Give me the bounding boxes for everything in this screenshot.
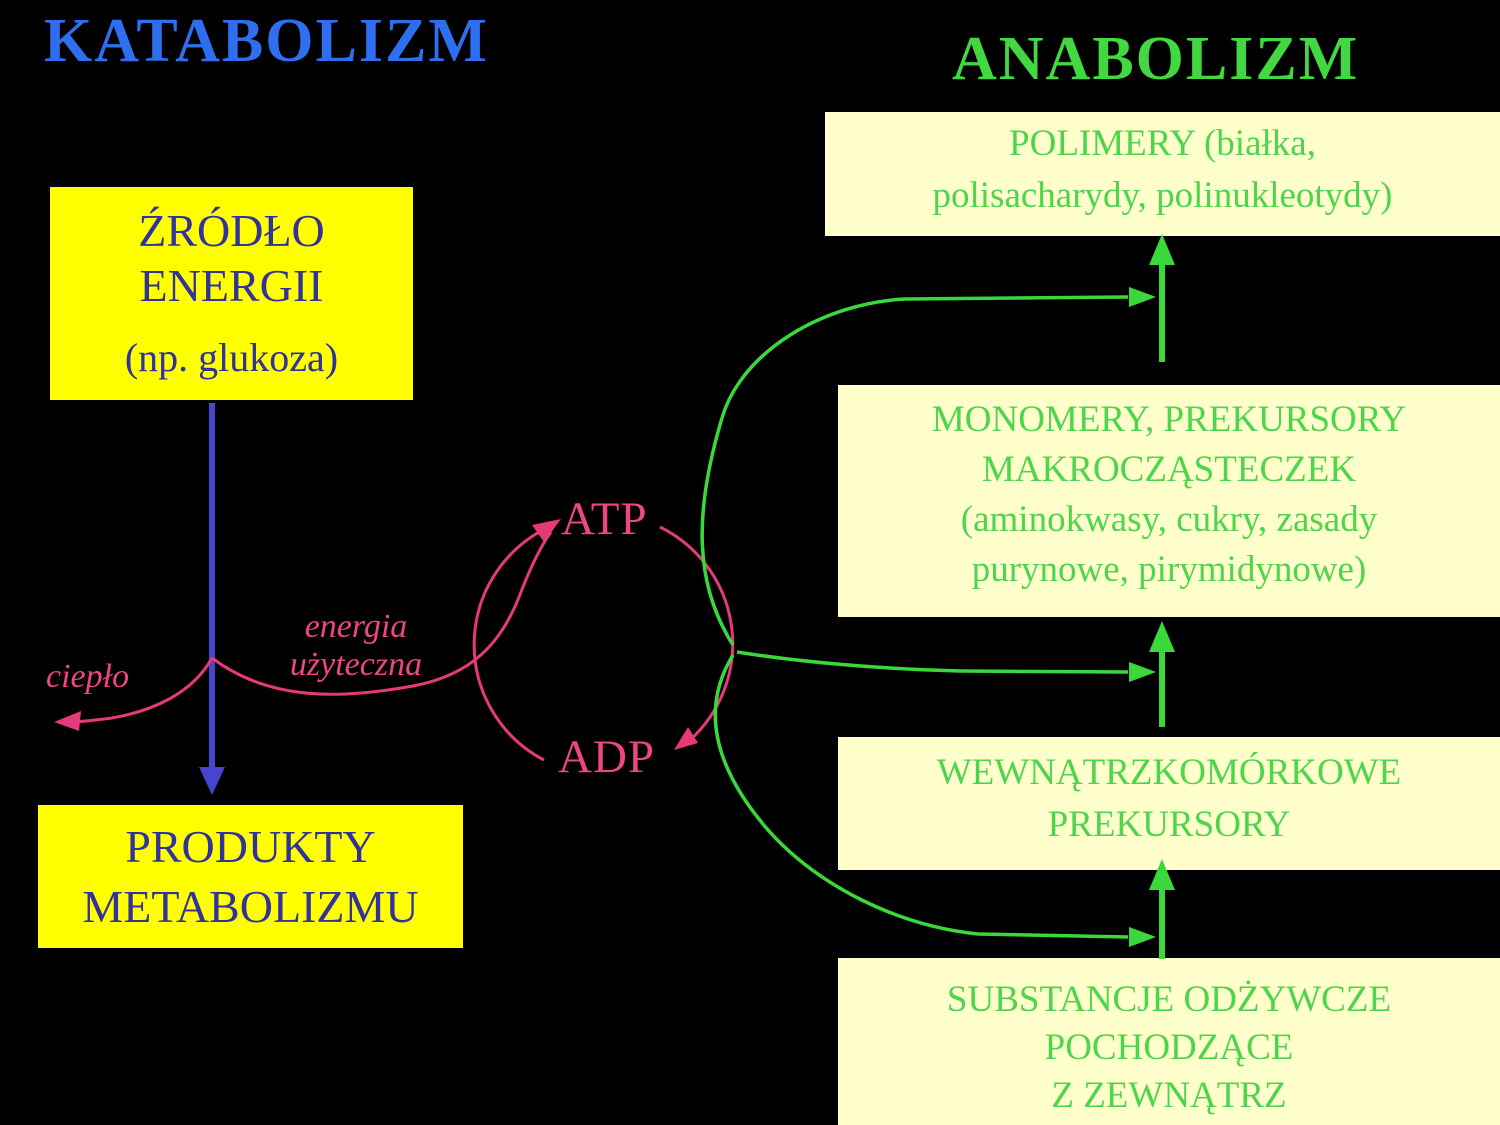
heat-label: ciepło	[46, 658, 130, 695]
monomers-line3: (aminokwasy, cukry, zasady	[960, 499, 1378, 540]
monomers-precursors-box: MONOMERY, PREKURSORY MAKROCZĄSTECZEK (am…	[838, 385, 1500, 617]
monomers-line1: MONOMERY, PREKURSORY	[931, 399, 1407, 440]
atp-label: ATP	[561, 493, 648, 545]
atp-adp-cycle	[472, 519, 735, 762]
intracellular-precursors-box: WEWNĄTRZKOMÓRKOWE PREKURSORY	[838, 737, 1500, 870]
intracellular-line1: WEWNĄTRZKOMÓRKOWE	[936, 752, 1402, 793]
monomers-to-polymers-arrow	[1149, 234, 1175, 362]
energy-to-monomers-line	[736, 650, 1156, 682]
products-line1: PRODUKTY	[125, 821, 376, 872]
precursors-to-monomers-arrow	[1149, 621, 1175, 727]
metabolism-products-text: PRODUKTY METABOLIZMU	[38, 805, 463, 937]
polymers-line2: polisacharydy, polinukleotydy)	[932, 175, 1393, 216]
katabolizm-title: KATABOLIZM	[44, 7, 489, 75]
catabolism-down-arrow	[199, 403, 225, 795]
useful-energy-label: energia użyteczna	[271, 608, 441, 684]
energy-source-box: ŹRÓDŁO ENERGII (np. glukoza)	[50, 187, 413, 400]
anabolizm-title: ANABOLIZM	[952, 25, 1360, 93]
energy-source-line2: ENERGII	[139, 260, 324, 311]
energy-source-line1: ŹRÓDŁO	[138, 205, 325, 256]
monomers-line2: MAKROCZĄSTECZEK	[981, 449, 1357, 490]
intracellular-line2: PREKURSORY	[1047, 804, 1291, 845]
nutrients-line1: SUBSTANCJE ODŻYWCZE	[946, 979, 1392, 1020]
energy-source-example: (np. glukoza)	[124, 335, 339, 380]
nutrients-line2: POCHODZĄCE	[1044, 1027, 1294, 1068]
nutrients-line3: Z ZEWNĄTRZ	[1051, 1075, 1287, 1116]
metabolism-products-box: PRODUKTY METABOLIZMU	[38, 805, 463, 948]
useful-energy-line1: energia	[304, 608, 408, 645]
polymers-box: POLIMERY (białka, polisacharydy, polinuk…	[825, 112, 1500, 236]
polymers-line1: POLIMERY (białka,	[1009, 123, 1316, 164]
monomers-line4: purynowe, pirymidynowe)	[971, 549, 1367, 590]
external-nutrients-box: SUBSTANCJE ODŻYWCZE POCHODZĄCE Z ZEWNĄTR…	[838, 958, 1500, 1125]
products-line2: METABOLIZMU	[82, 881, 419, 932]
adp-label: ADP	[558, 731, 656, 783]
energy-source-text: ŹRÓDŁO ENERGII (np. glukoza)	[50, 187, 413, 381]
nutrients-to-precursors-arrow	[1149, 859, 1175, 959]
useful-energy-line2: użyteczna	[289, 646, 423, 683]
